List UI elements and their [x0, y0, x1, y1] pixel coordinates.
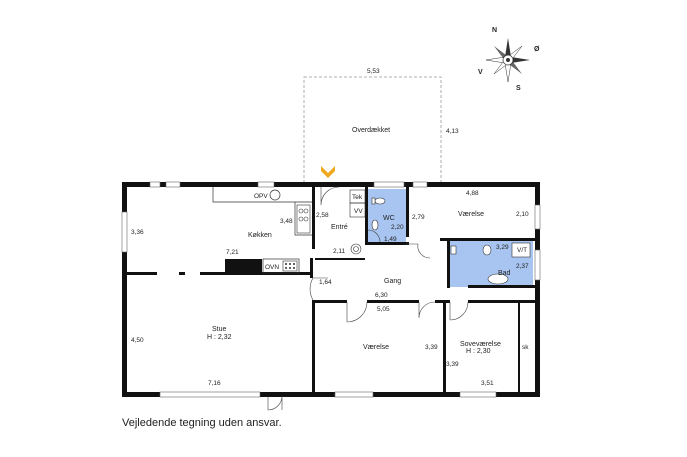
stove-icon [296, 204, 311, 234]
dim-sove-width: 3,51 [481, 380, 494, 387]
dim-wc-depth: 1,49 [384, 236, 397, 243]
disclaimer-caption: Vejledende tegning uden ansvar. [122, 417, 282, 429]
kitchen-counter [212, 187, 312, 274]
room-gang: Gang [384, 278, 401, 285]
installation-boxes [349, 189, 366, 255]
dim-gang-width: 6,30 [375, 292, 388, 299]
compass-icon [485, 38, 530, 83]
dim-koekken-left: 3,36 [131, 229, 144, 236]
dim-entre-width: 2,58 [316, 212, 329, 219]
compass-s-label: S [516, 85, 521, 92]
dim-vaerelse-top-width: 4,88 [466, 190, 479, 197]
dim-koekken-width: 7,21 [226, 249, 239, 256]
dim-vaerelse-top-depth: 2,10 [516, 211, 529, 218]
room-wc: WC [383, 215, 395, 222]
windows [121, 181, 541, 398]
dim-vaerelse-mid-width: 5,05 [377, 306, 390, 313]
open-passage [157, 271, 200, 276]
oven-icon [282, 260, 298, 272]
room-entre: Entré [331, 224, 348, 231]
dim-gang-small: 1,64 [319, 279, 332, 286]
entrance-arrow-icon [321, 166, 335, 178]
fixture-ovn: OVN [265, 264, 279, 271]
room-overdaekket: Overdækket [352, 127, 390, 134]
room-stue-height: H : 2,32 [207, 334, 232, 341]
room-bad: Bad [498, 270, 511, 277]
dim-sove-depth: 3,39 [446, 361, 459, 368]
compass-o-label: Ø [534, 46, 540, 53]
room-sovevaerelse: Soveværelse [460, 341, 501, 348]
dim-wc-width: 2,20 [391, 224, 404, 231]
dim-overdaekket-width: 5,53 [367, 68, 380, 75]
room-vaerelse-top: Værelse [458, 211, 484, 218]
dim-vaerelse-mid-depth: 3,39 [425, 344, 438, 351]
dim-bad-depth: 2,37 [516, 263, 529, 270]
doors [267, 186, 469, 411]
dim-bad-width: 3,29 [496, 244, 509, 251]
room-stue: Stue [212, 326, 227, 333]
fixture-vt: V/T [517, 247, 527, 254]
bath-fixtures [450, 242, 531, 285]
dim-koekken-small: 3,48 [280, 218, 293, 225]
wc-toilet-icon [371, 197, 386, 231]
outer-walls [122, 182, 540, 397]
room-sovevaerelse-height: H : 2,30 [466, 348, 491, 355]
fixture-sk: sk [522, 344, 529, 351]
room-koekken: Køkken [248, 232, 272, 239]
dim-stue-depth: 4,50 [131, 337, 144, 344]
dim-entre-bottom: 2,11 [333, 248, 346, 255]
dim-stue-width: 7,16 [208, 380, 221, 387]
compass-n-label: N [492, 27, 497, 34]
room-vaerelse-mid: Værelse [363, 344, 389, 351]
kitchen-sink-icon [269, 189, 281, 201]
dim-overdaekket-depth: 4,13 [446, 128, 459, 135]
fixture-vv: VV [354, 208, 363, 215]
dim-wc-right: 2,79 [412, 214, 425, 221]
fixture-opv: OPV [254, 193, 268, 200]
compass-v-label: V [478, 69, 483, 76]
fixture-tek: Tek [352, 194, 363, 201]
inner-walls [127, 187, 535, 392]
